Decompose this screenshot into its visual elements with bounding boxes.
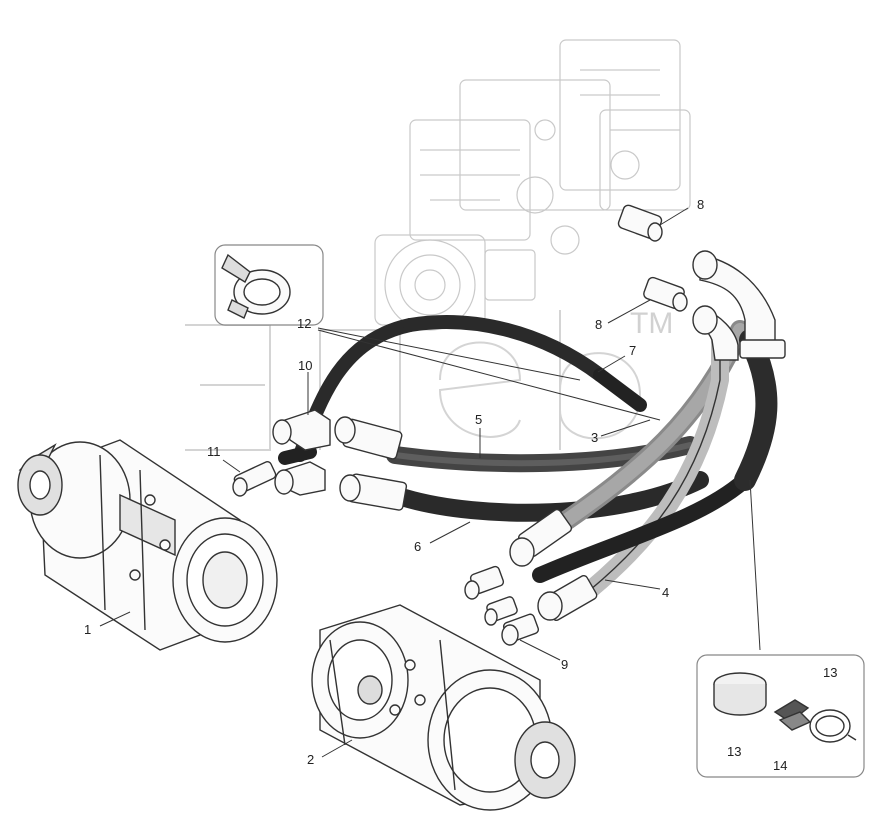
coupling-hose-6 <box>339 473 408 511</box>
drive-motor-1 <box>17 439 278 651</box>
callout-12: 12 <box>297 316 311 331</box>
hose-6 <box>396 471 709 522</box>
ring-clamp-icon <box>809 709 857 743</box>
callout-7: 7 <box>629 343 636 358</box>
clamp-set-detail-box <box>696 654 865 778</box>
hose-loop <box>532 472 753 583</box>
hose-fittings <box>232 204 786 646</box>
callout-13-right: 13 <box>823 665 837 680</box>
port-fitting-upper <box>617 204 663 242</box>
leader-lines <box>99 207 761 758</box>
callout-11: 11 <box>207 444 221 459</box>
adapter-set-9 <box>464 565 540 646</box>
callout-8-lower: 8 <box>595 317 602 332</box>
drive-motor-2 <box>311 604 576 811</box>
coupling-hose-4 <box>537 575 598 621</box>
callouts: 1 2 3 4 5 6 7 8 8 9 10 11 12 13 13 14 <box>84 197 837 773</box>
callout-9: 9 <box>561 657 568 672</box>
callout-3: 3 <box>591 430 598 445</box>
callout-10: 10 <box>298 358 312 373</box>
coupling-hose-3 <box>509 508 573 567</box>
callout-4: 4 <box>662 585 669 600</box>
callout-13-left: 13 <box>727 744 741 759</box>
clamp-icon <box>221 253 291 319</box>
sprocket-2 <box>514 721 576 799</box>
elbow-fitting-10 <box>272 409 331 496</box>
hoses <box>278 315 778 599</box>
callout-5: 5 <box>475 412 482 427</box>
band-clamp-icon <box>713 672 767 716</box>
straight-fitting-11 <box>232 461 277 497</box>
pump-assembly-outline <box>374 39 691 331</box>
callout-8-upper: 8 <box>697 197 704 212</box>
port-fitting-lower <box>643 276 688 312</box>
callout-14: 14 <box>773 758 787 773</box>
sprocket-1 <box>17 454 63 516</box>
coupling-hose-5 <box>334 416 403 460</box>
callout-2: 2 <box>307 752 314 767</box>
clamp-detail-box <box>214 244 324 326</box>
callout-6: 6 <box>414 539 421 554</box>
watermark-tm: TM <box>630 307 673 340</box>
callout-1: 1 <box>84 622 91 637</box>
